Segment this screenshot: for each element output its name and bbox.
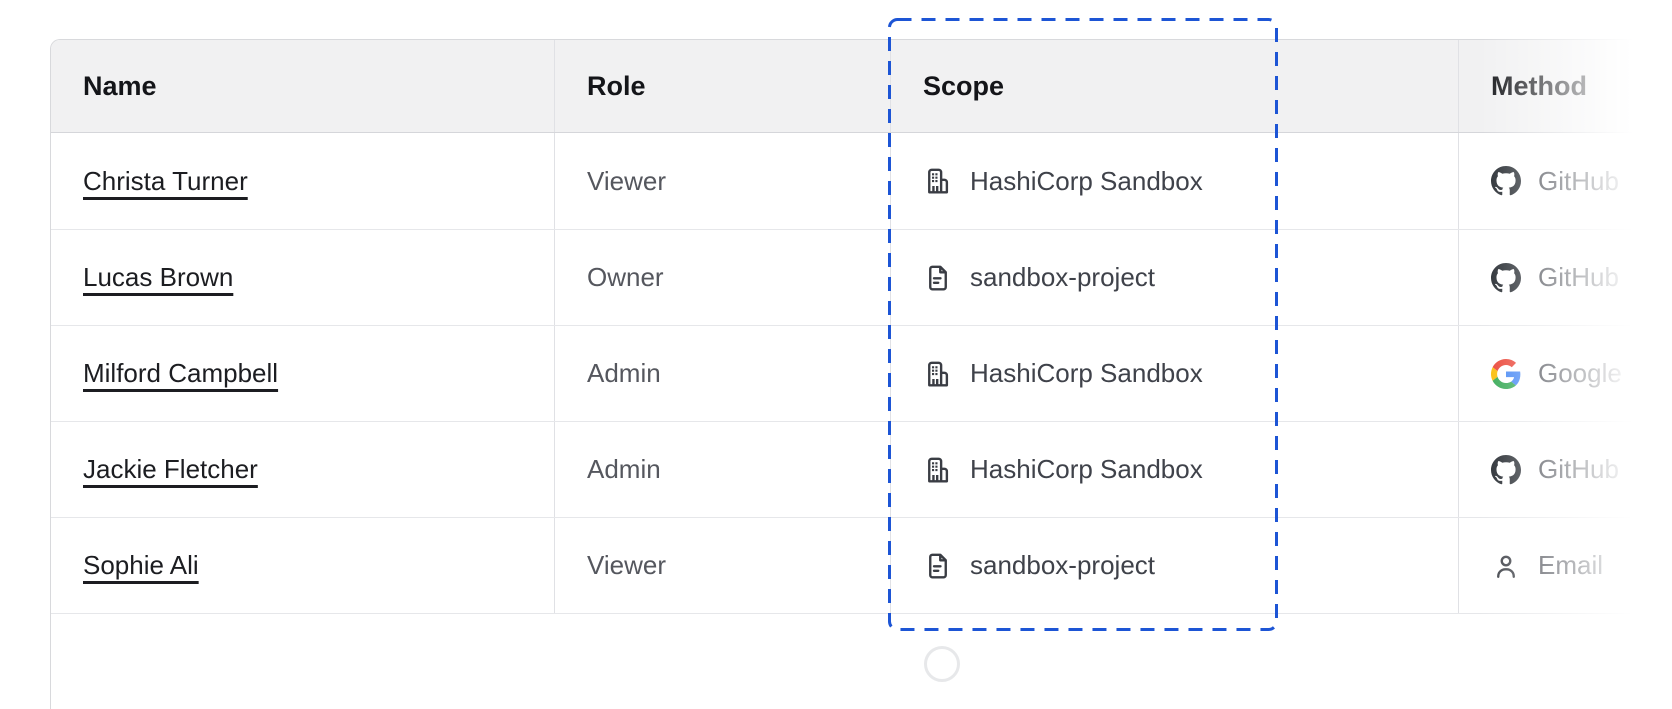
role-cell: Admin [554,326,890,421]
method-cell-label: Email [1538,550,1604,580]
method-cell-label: GitHub [1538,262,1619,292]
user-name-link[interactable]: Christa Turner [83,165,248,196]
scope-cell-label: sandbox-project [970,262,1155,292]
table-row-partial [51,613,1672,709]
role-cell-text: Owner [587,262,664,292]
members-table: Name Role Scope Method Christa Turner Vi… [50,39,1672,709]
github-icon [1491,454,1521,485]
table-row: Milford Campbell Admin HashiCorp Sandbox… [51,325,1672,421]
table-row: Christa Turner Viewer HashiCorp Sandbox … [51,133,1672,229]
scope-cell-label: sandbox-project [970,550,1155,580]
org-building-icon [928,361,949,386]
page-canvas: { "table": { "columns": [ { "label": "Na… [50,0,1672,709]
column-header-scope-label: Scope [923,70,1005,101]
scope-cell: HashiCorp Sandbox [890,133,1458,229]
role-cell-text: Admin [587,358,661,388]
table-row: Jackie Fletcher Admin HashiCorp Sandbox … [51,421,1672,517]
google-icon [1491,358,1521,389]
org-building-icon [928,457,949,482]
github-icon [1491,454,1521,484]
column-header-method-label: Method [1491,70,1587,101]
scope-cell-label: HashiCorp Sandbox [970,454,1203,484]
column-header-role-label: Role [587,70,646,101]
org-icon [923,166,953,196]
role-cell-text: Viewer [587,165,667,196]
method-cell: GitHub [1458,422,1672,517]
org-icon [923,455,953,485]
name-cell: Lucas Brown [51,230,554,325]
project-file-icon [929,553,947,578]
role-cell: Viewer [554,518,890,613]
role-cell-text: Admin [587,454,661,484]
google-icon [1491,358,1521,389]
method-cell: GitHub [1458,133,1672,229]
user-name-link[interactable]: Sophie Ali [83,550,199,580]
method-cell-label: GitHub [1538,165,1619,196]
column-header-scope: Scope [890,40,1458,132]
table-row: Lucas Brown Owner sandbox-project GitHub [51,229,1672,325]
table-row: Sophie Ali Viewer sandbox-project Email [51,517,1672,613]
org-icon [923,359,953,389]
name-cell: Milford Campbell [51,326,554,421]
name-cell: Jackie Fletcher [51,422,554,517]
user-name-link[interactable]: Jackie Fletcher [83,454,258,484]
method-cell-label: Google [1538,358,1622,388]
method-cell-label: GitHub [1538,454,1619,484]
scope-cell: HashiCorp Sandbox [890,326,1458,421]
method-cell: GitHub [1458,230,1672,325]
scope-cell-label: HashiCorp Sandbox [970,358,1203,388]
role-cell: Viewer [554,133,890,229]
project-icon [923,551,953,581]
github-icon [1491,262,1521,292]
scope-cell-label: HashiCorp Sandbox [970,165,1203,196]
column-header-method: Method [1458,40,1672,132]
github-icon [1491,166,1521,196]
person-icon [1491,551,1521,581]
user-name-link[interactable]: Milford Campbell [83,358,279,388]
method-cell: Google [1458,326,1672,421]
person-icon [1497,555,1515,578]
user-name-link[interactable]: Lucas Brown [83,262,234,292]
column-header-name: Name [51,40,554,132]
partial-avatar-circle [924,646,960,682]
scope-cell: sandbox-project [890,230,1458,325]
org-building-icon [928,168,949,194]
column-header-role: Role [554,40,890,132]
method-cell: Email [1458,518,1672,613]
table-header-row: Name Role Scope Method [51,40,1672,133]
role-cell: Owner [554,230,890,325]
role-cell-text: Viewer [587,550,667,580]
project-file-icon [929,265,947,290]
table-body: Christa Turner Viewer HashiCorp Sandbox … [51,133,1672,613]
github-icon [1491,262,1521,293]
name-cell: Sophie Ali [51,518,554,613]
scope-cell: HashiCorp Sandbox [890,422,1458,517]
github-icon [1491,166,1521,196]
role-cell: Admin [554,422,890,517]
project-icon [923,263,953,293]
name-cell: Christa Turner [51,133,554,229]
scope-cell: sandbox-project [890,518,1458,613]
column-header-name-label: Name [83,70,157,101]
